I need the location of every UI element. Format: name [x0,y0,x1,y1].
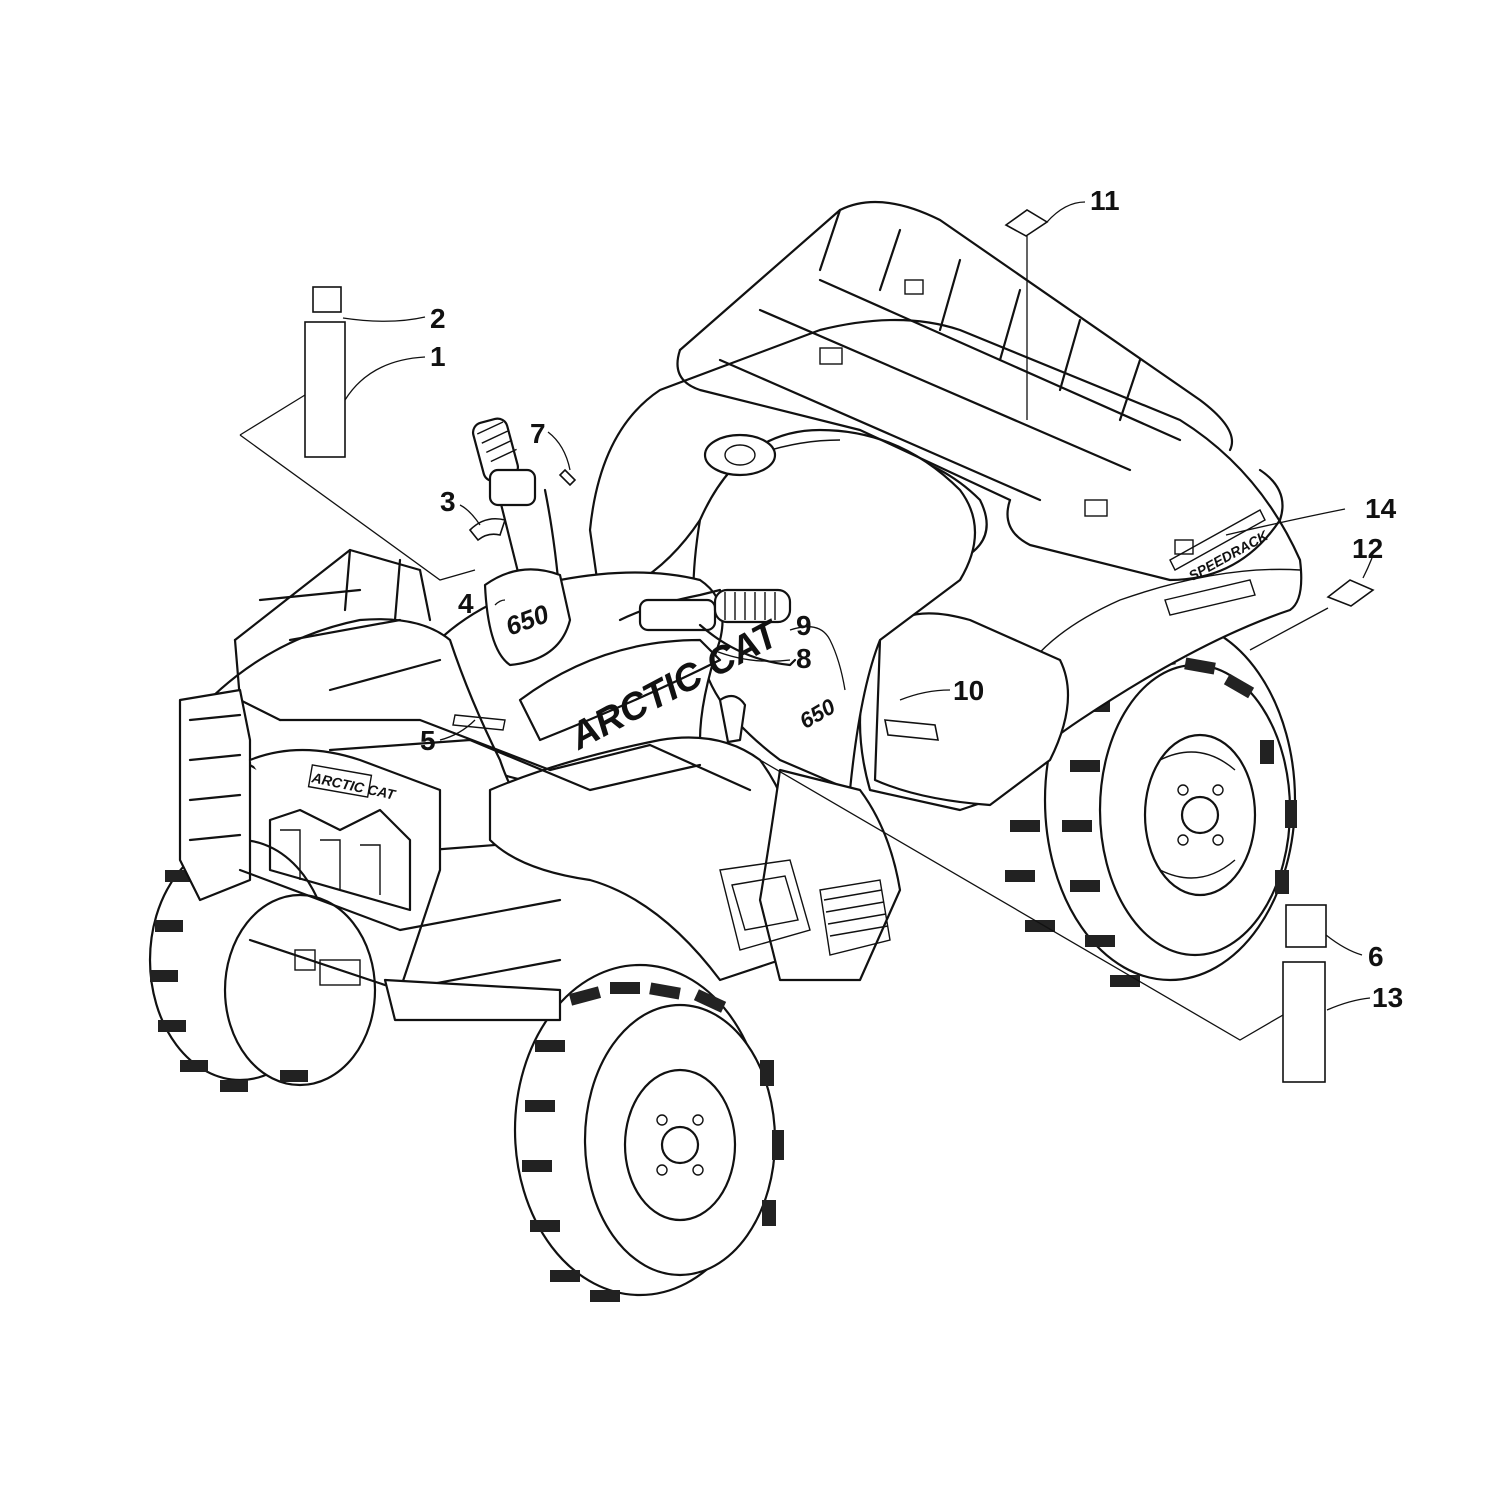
callout-1: 1 [430,341,446,372]
callout-5: 5 [420,725,436,756]
decal-6 [1285,904,1327,948]
callout-10: 10 [953,675,984,706]
callout-2: 2 [430,303,446,334]
callout-12: 12 [1352,533,1383,564]
footrest-tread [819,879,891,956]
callout-3: 3 [440,486,456,517]
decal-10 [884,719,939,741]
front-bumper: ARCTIC CAT [178,688,562,1022]
hood-strip-decal [452,714,506,731]
decal-2 [312,286,342,313]
handlebar-assembly: 650 [471,417,797,667]
callout-11: 11 [1090,185,1120,216]
callout-4: 4 [458,588,474,619]
callout-8: 8 [796,643,812,674]
decal-11 [1004,209,1049,237]
decal-12 [1326,579,1375,607]
decal-1 [304,321,346,458]
callout-9: 9 [796,610,812,641]
decal-13 [1282,961,1326,1083]
left-grip [471,417,537,507]
front-rack [233,548,752,792]
leader-lines [239,201,1373,1041]
callout-6: 6 [1368,941,1384,972]
console-pod: 650 [483,568,572,667]
decal-7 [558,468,577,487]
right-grip [618,588,797,667]
rear-right-wheel [1005,618,1297,987]
decal-3 [468,517,507,542]
callout-labels: 2 1 3 4 5 7 8 9 10 11 12 14 6 13 [420,185,1403,1013]
front-left-wheel [148,838,377,1092]
front-right-wheel [513,963,784,1302]
callout-14: 14 [1365,493,1397,524]
callout-7: 7 [530,418,546,449]
callout-13: 13 [1372,982,1403,1013]
